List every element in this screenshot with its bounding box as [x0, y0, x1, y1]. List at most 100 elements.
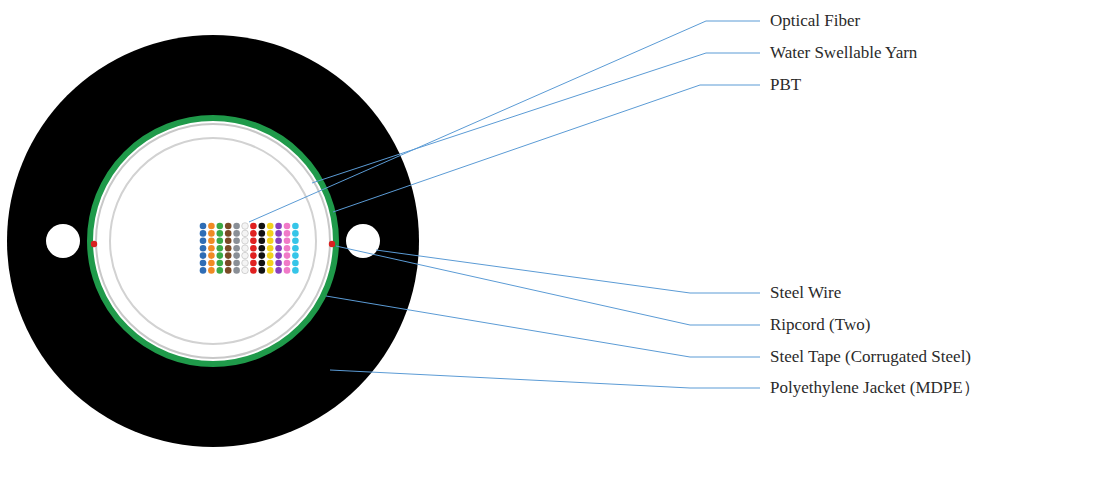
optical-fiber [233, 230, 240, 237]
optical-fiber [217, 223, 224, 230]
optical-fiber [233, 260, 240, 267]
optical-fiber [275, 230, 282, 237]
optical-fiber [200, 223, 207, 230]
leader-line [376, 250, 760, 293]
optical-fiber [284, 267, 291, 274]
part-label: Steel Wire [770, 282, 841, 304]
optical-fiber [200, 238, 207, 245]
optical-fiber-bundle [200, 223, 299, 274]
optical-fiber [200, 267, 207, 274]
optical-fiber [292, 223, 299, 230]
optical-fiber [259, 230, 266, 237]
optical-fiber [208, 245, 215, 252]
optical-fiber [250, 230, 257, 237]
optical-fiber [275, 238, 282, 245]
optical-fiber [259, 238, 266, 245]
optical-fiber [225, 252, 232, 259]
optical-fiber [284, 252, 291, 259]
optical-fiber [284, 223, 291, 230]
optical-fiber [225, 260, 232, 267]
optical-fiber [217, 260, 224, 267]
optical-fiber [225, 267, 232, 274]
optical-fiber [250, 260, 257, 267]
optical-fiber [275, 267, 282, 274]
optical-fiber [208, 252, 215, 259]
optical-fiber [217, 245, 224, 252]
leader-line [330, 370, 760, 388]
optical-fiber [275, 223, 282, 230]
optical-fiber [250, 238, 257, 245]
optical-fiber [292, 260, 299, 267]
optical-fiber [208, 238, 215, 245]
part-label: Water Swellable Yarn [770, 42, 917, 64]
part-label: Polyethylene Jacket (MDPE） [770, 377, 980, 399]
optical-fiber [225, 245, 232, 252]
pbt-tube [96, 124, 330, 358]
leader-line [333, 85, 760, 212]
optical-fiber [217, 252, 224, 259]
optical-fiber [217, 238, 224, 245]
optical-fiber [242, 252, 249, 259]
optical-fiber [242, 223, 249, 230]
optical-fiber [250, 245, 257, 252]
optical-fiber [208, 260, 215, 267]
optical-fiber [233, 245, 240, 252]
optical-fiber [217, 267, 224, 274]
part-label: PBT [770, 74, 801, 96]
optical-fiber [233, 223, 240, 230]
optical-fiber [242, 238, 249, 245]
optical-fiber [284, 245, 291, 252]
optical-fiber [200, 230, 207, 237]
optical-fiber [250, 223, 257, 230]
optical-fiber [259, 245, 266, 252]
water-swellable-yarn [110, 138, 316, 344]
optical-fiber [267, 223, 274, 230]
optical-fiber [284, 260, 291, 267]
optical-fiber [292, 230, 299, 237]
optical-fiber [259, 260, 266, 267]
optical-fiber [217, 230, 224, 237]
optical-fiber [233, 267, 240, 274]
leader-line [336, 246, 760, 325]
optical-fiber [250, 267, 257, 274]
optical-fiber [267, 230, 274, 237]
optical-fiber [200, 260, 207, 267]
optical-fiber [233, 252, 240, 259]
optical-fiber [267, 260, 274, 267]
optical-fiber [267, 267, 274, 274]
optical-fiber [267, 252, 274, 259]
optical-fiber [208, 267, 215, 274]
ripcord [329, 241, 335, 247]
optical-fiber [225, 230, 232, 237]
optical-fiber [200, 252, 207, 259]
ripcord [91, 241, 97, 247]
optical-fiber [292, 245, 299, 252]
optical-fiber [250, 252, 257, 259]
optical-fiber [292, 252, 299, 259]
steel-wire [46, 224, 80, 258]
leader-line [312, 53, 760, 183]
optical-fiber [267, 238, 274, 245]
steel-tape [90, 118, 336, 364]
optical-fiber [242, 260, 249, 267]
optical-fiber [292, 267, 299, 274]
optical-fiber [208, 230, 215, 237]
optical-fiber [242, 245, 249, 252]
polyethylene-jacket [7, 35, 419, 447]
optical-fiber [225, 238, 232, 245]
part-label: Optical Fiber [770, 10, 860, 32]
leader-line [249, 21, 760, 222]
optical-fiber [292, 238, 299, 245]
optical-fiber [275, 260, 282, 267]
optical-fiber [267, 245, 274, 252]
optical-fiber [259, 223, 266, 230]
optical-fiber [284, 238, 291, 245]
optical-fiber [208, 223, 215, 230]
optical-fiber [242, 267, 249, 274]
leader-lines [249, 21, 760, 388]
optical-fiber [275, 245, 282, 252]
part-label: Steel Tape (Corrugated Steel) [770, 346, 971, 368]
optical-fiber [284, 230, 291, 237]
